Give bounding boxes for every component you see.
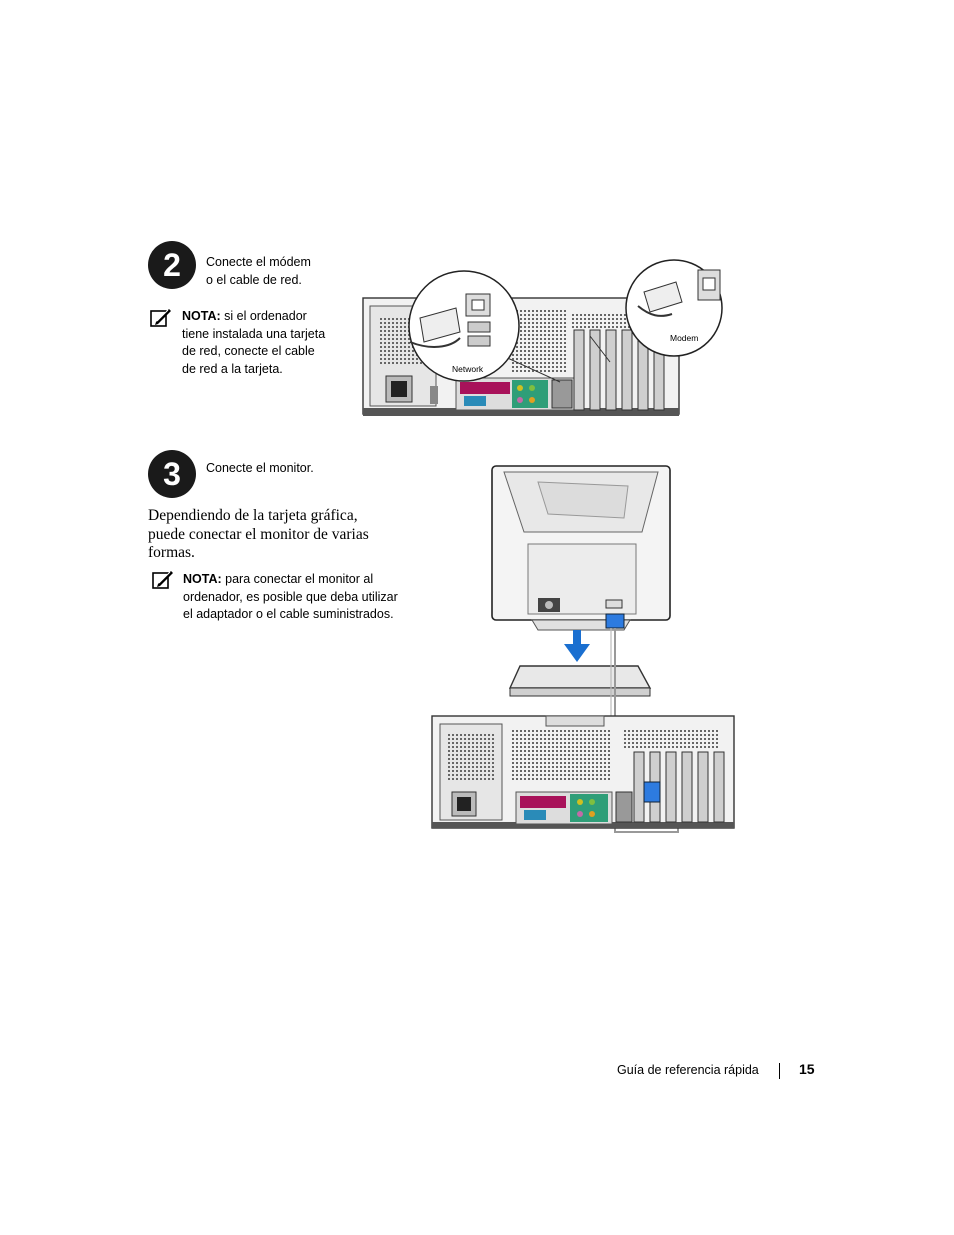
note-pencil-icon [152, 570, 174, 590]
step-2-note-line-3: de red, conecte el cable [182, 344, 315, 358]
monitor-connection-illustration [428, 462, 738, 842]
step-3-note-line-2: ordenador, es posible que deba utilizar [183, 589, 398, 604]
step-2-badge: 2 [148, 241, 196, 289]
step-2-note-line-1: si el ordenador [220, 309, 307, 323]
step-2-number: 2 [163, 247, 181, 283]
step-3-note-label: NOTA: [183, 572, 222, 586]
step-3-body: Dependiendo de la tarjeta gráfica, puede… [148, 507, 369, 563]
step-2-line-1: Conecte el módem [206, 255, 311, 269]
step-2-note-line-2: tiene instalada una tarjeta [182, 326, 326, 341]
step-2-note: NOTA: si el ordenador tiene instalada un… [182, 308, 325, 378]
network-label: Network [452, 364, 484, 374]
step-3-note: NOTA: para conectar el monitor al ordena… [183, 571, 398, 624]
step-2-line-2: o el cable de red. [206, 272, 302, 287]
step-2-note-line-4: de red a la tarjeta. [182, 361, 283, 376]
page-number: 15 [799, 1061, 815, 1077]
step-3-body-line-1: Dependiendo de la tarjeta gráfica, [148, 507, 358, 524]
footer-title: Guía de referencia rápida [617, 1063, 759, 1077]
step-2-instruction: Conecte el módem o el cable de red. [206, 254, 311, 289]
modem-label: Modem [670, 333, 698, 343]
step-3-note-line-1: para conectar el monitor al [221, 572, 374, 586]
step-3-number: 3 [163, 456, 181, 492]
note-pencil-icon [150, 308, 172, 328]
step-3-badge: 3 [148, 450, 196, 498]
step-3-body-line-3: formas. [148, 544, 195, 561]
step-3-instruction: Conecte el monitor. [206, 461, 314, 475]
step-3-body-line-2: puede conectar el monitor de varias [148, 525, 369, 543]
step-3-note-line-3: el adaptador o el cable suministrados. [183, 607, 394, 621]
step-2-note-label: NOTA: [182, 309, 221, 323]
network-modem-illustration: Network Modem [360, 258, 740, 422]
footer-divider [779, 1063, 780, 1079]
